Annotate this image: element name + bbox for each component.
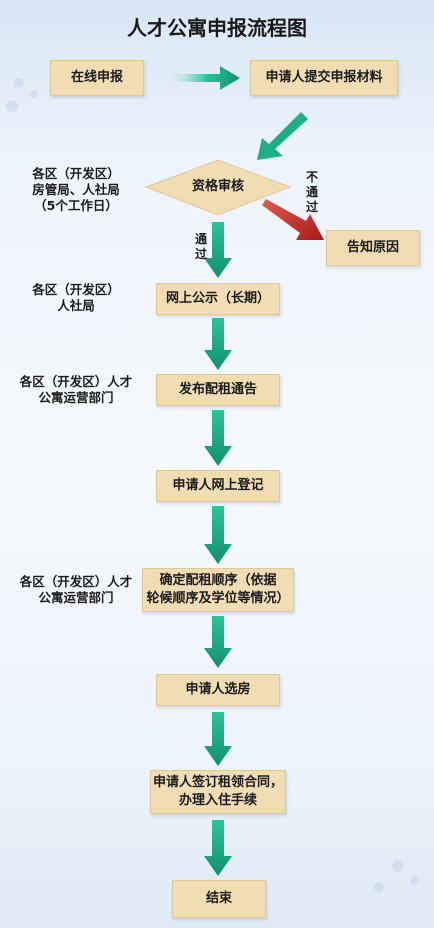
arrow-online-to-submit [172, 66, 240, 90]
side-label-order: 各区（开发区）人才 公寓运营部门 [19, 574, 133, 605]
box-online-registration: 申请人网上登记 [156, 470, 280, 502]
box-online-publicity: 网上公示（长期） [156, 283, 280, 315]
side-label-notice: 各区（开发区）人才 公寓运营部门 [19, 374, 133, 405]
background-dot [410, 876, 419, 885]
box-qualification-review: 资格审核 [191, 179, 244, 194]
box-rental-notice: 发布配租通告 [156, 374, 280, 406]
side-label-publicity: 各区（开发区） 人社局 [32, 282, 120, 313]
vertical-arrow-group [204, 222, 232, 876]
background-dot [14, 78, 24, 88]
box-online-application: 在线申报 [50, 60, 144, 96]
background-dot [30, 90, 38, 98]
box-rental-order: 确定配租顺序（依据 轮候顺序及学位等情况） [142, 568, 294, 612]
background-dot [392, 860, 404, 872]
arrow-submit-to-review [257, 112, 308, 160]
box-sign-contract: 申请人签订租领合同， 办理入住手续 [150, 770, 286, 814]
arrow-publicity-to-notice [204, 318, 232, 370]
arrow-choose-to-contract [204, 712, 232, 766]
review-diamond [144, 159, 292, 216]
box-end: 结束 [172, 880, 266, 918]
background-dot [374, 882, 384, 892]
arrow-review-to-notify [262, 199, 324, 240]
arrow-notice-to-register [204, 410, 232, 466]
edge-label-pass: 通过 [194, 232, 207, 261]
side-label-review: 各区（开发区） 房管局、人社局 （5个工作日） [32, 166, 120, 213]
box-choose-house: 申请人选房 [156, 674, 280, 706]
edge-label-fail: 不通过 [305, 170, 318, 214]
box-submit-materials: 申请人提交申报材料 [250, 60, 398, 96]
box-notify-reason: 告知原因 [326, 230, 420, 266]
background-dot [6, 100, 18, 112]
arrow-order-to-choose [204, 616, 232, 668]
page-title: 人才公寓申报流程图 [127, 16, 307, 40]
arrow-contract-to-end [204, 820, 232, 876]
arrow-register-to-order [204, 506, 232, 564]
arrow-review-to-publicity [204, 222, 232, 278]
